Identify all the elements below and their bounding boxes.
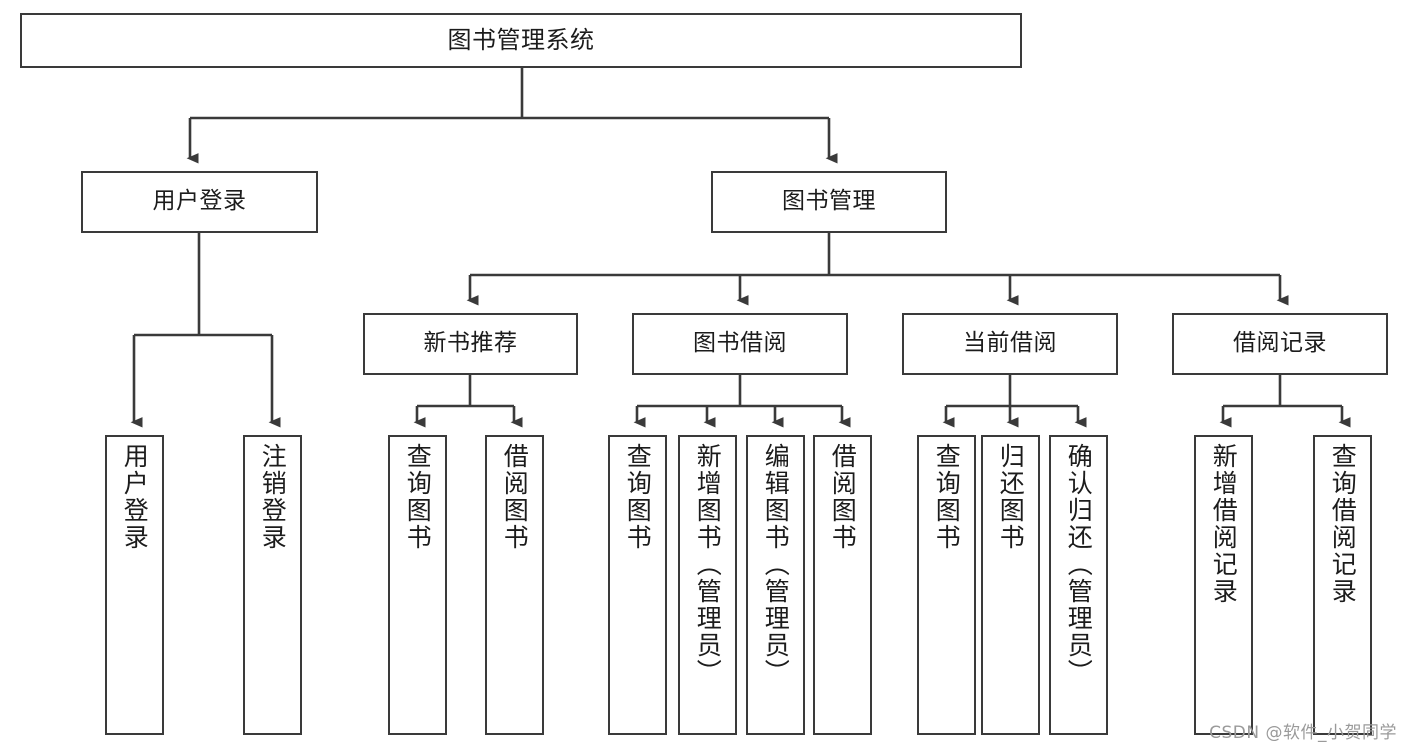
node-label: 借阅记录 — [1233, 330, 1327, 357]
node-borrow-record[interactable]: 借阅记录 — [1172, 313, 1388, 375]
node-leaf-logout[interactable]: 注销登录 — [243, 435, 302, 735]
node-leaf-query-book-current[interactable]: 查询图书 — [917, 435, 976, 735]
node-current-borrow[interactable]: 当前借阅 — [902, 313, 1118, 375]
node-book-management-system[interactable]: 图书管理系统 — [20, 13, 1022, 68]
node-leaf-user-login[interactable]: 用户登录 — [105, 435, 164, 735]
node-leaf-query-borrow-record[interactable]: 查询借阅记录 — [1313, 435, 1372, 735]
node-label: 当前借阅 — [963, 330, 1057, 357]
node-label: 查询借阅记录 — [1328, 443, 1358, 605]
node-label: 图书借阅 — [693, 330, 787, 357]
node-leaf-query-book-recommend[interactable]: 查询图书 — [388, 435, 447, 735]
node-leaf-add-borrow-record[interactable]: 新增借阅记录 — [1194, 435, 1253, 735]
node-leaf-add-book-admin[interactable]: 新增图书（管理员） — [678, 435, 737, 735]
node-leaf-borrow-book-recommend[interactable]: 借阅图书 — [485, 435, 544, 735]
node-leaf-query-book-borrow[interactable]: 查询图书 — [608, 435, 667, 735]
node-label: 查询图书 — [932, 443, 962, 551]
node-label: 新增借阅记录 — [1209, 443, 1239, 605]
node-leaf-borrow-book[interactable]: 借阅图书 — [813, 435, 872, 735]
node-user-login[interactable]: 用户登录 — [81, 171, 318, 233]
node-leaf-confirm-return-admin[interactable]: 确认归还（管理员） — [1049, 435, 1108, 735]
node-book-management[interactable]: 图书管理 — [711, 171, 947, 233]
watermark: CSDN @软件_小贺同学 — [1209, 723, 1397, 743]
node-label: 图书管理系统 — [447, 26, 595, 55]
node-label: 图书管理 — [782, 188, 876, 215]
node-label: 归还图书 — [996, 443, 1026, 551]
node-book-borrow[interactable]: 图书借阅 — [632, 313, 848, 375]
node-leaf-edit-book-admin[interactable]: 编辑图书（管理员） — [746, 435, 805, 735]
node-label: 查询图书 — [623, 443, 653, 551]
node-label: 新书推荐 — [423, 330, 518, 357]
node-label: 确认归还（管理员） — [1064, 443, 1094, 686]
node-label: 注销登录 — [258, 443, 288, 551]
node-label: 借阅图书 — [500, 443, 530, 551]
node-label: 借阅图书 — [828, 443, 858, 551]
node-label: 查询图书 — [403, 443, 433, 551]
node-label: 用户登录 — [152, 188, 247, 215]
node-label: 用户登录 — [120, 443, 150, 551]
node-leaf-return-book[interactable]: 归还图书 — [981, 435, 1040, 735]
node-new-book-recommend[interactable]: 新书推荐 — [363, 313, 578, 375]
node-label: 新增图书（管理员） — [693, 443, 723, 686]
node-label: 编辑图书（管理员） — [761, 443, 791, 686]
